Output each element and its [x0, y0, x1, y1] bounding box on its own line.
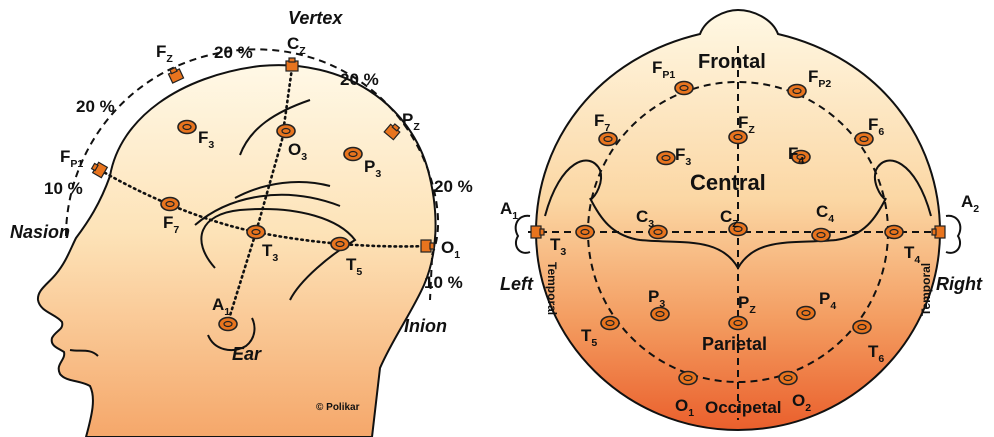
side-vertex-label: Vertex [288, 8, 343, 28]
side-electrode-fp1 [90, 161, 107, 178]
side-copyright: © Polikar [316, 402, 360, 413]
top-electrode-f7 [599, 133, 617, 146]
side-head-silhouette [38, 65, 436, 437]
top-electrode-c4 [812, 229, 830, 242]
side-inion-label: Inion [404, 316, 447, 336]
top-electrode-o1 [679, 372, 697, 385]
side-electrode-t5 [331, 238, 349, 251]
side-electrode-f3 [178, 121, 196, 134]
side-label-fz: FZ [156, 42, 173, 65]
top-electrode-fp1 [675, 82, 693, 95]
top-electrode-t5 [601, 317, 619, 330]
top-electrode-o2 [779, 372, 797, 385]
top-side-right: Right [936, 274, 983, 294]
side-pct-left: 20 % [76, 97, 115, 116]
top-region-central: Central [690, 170, 766, 195]
side-pct-front-low: 10 % [44, 179, 83, 198]
side-electrode-p3 [344, 148, 362, 161]
side-ear-label: Ear [232, 344, 262, 364]
top-label-a1: A1 [500, 199, 518, 222]
top-electrode-f6 [855, 133, 873, 146]
side-electrode-t3 [247, 226, 265, 239]
side-pct-top-left: 20 % [214, 43, 253, 62]
side-pct-top-right: 20 % [340, 70, 379, 89]
top-ear-right [946, 216, 960, 253]
top-electrode-pz [729, 317, 747, 330]
top-electrode-t3 [576, 226, 594, 239]
top-region-frontal: Frontal [698, 51, 766, 73]
side-electrode-o3 [277, 125, 295, 138]
side-electrode-a1 [219, 318, 237, 331]
side-nasion-label: Nasion [10, 222, 70, 242]
top-region-occipetal: Occipetal [705, 398, 782, 417]
top-label-a2: A2 [961, 192, 979, 215]
top-electrode-t4 [885, 226, 903, 239]
side-electrode-f7 [161, 198, 179, 211]
top-temporal-right: Temporal [919, 263, 933, 316]
side-electrode-cz [286, 58, 298, 71]
top-electrode-f3 [657, 152, 675, 165]
side-label-o1: O1 [441, 238, 460, 261]
top-electrode-t6 [853, 321, 871, 334]
top-region-parietal: Parietal [702, 334, 767, 354]
side-pct-right: 20 % [434, 177, 473, 196]
top-temporal-left: Temporal [545, 262, 559, 315]
top-electrode-fp2 [788, 85, 806, 98]
top-side-left: Left [500, 274, 534, 294]
top-electrode-p4 [797, 307, 815, 320]
side-pct-back-low: 10 % [424, 273, 463, 292]
side-label-fp1: FP1 [60, 147, 83, 170]
top-electrode-fz [729, 131, 747, 144]
